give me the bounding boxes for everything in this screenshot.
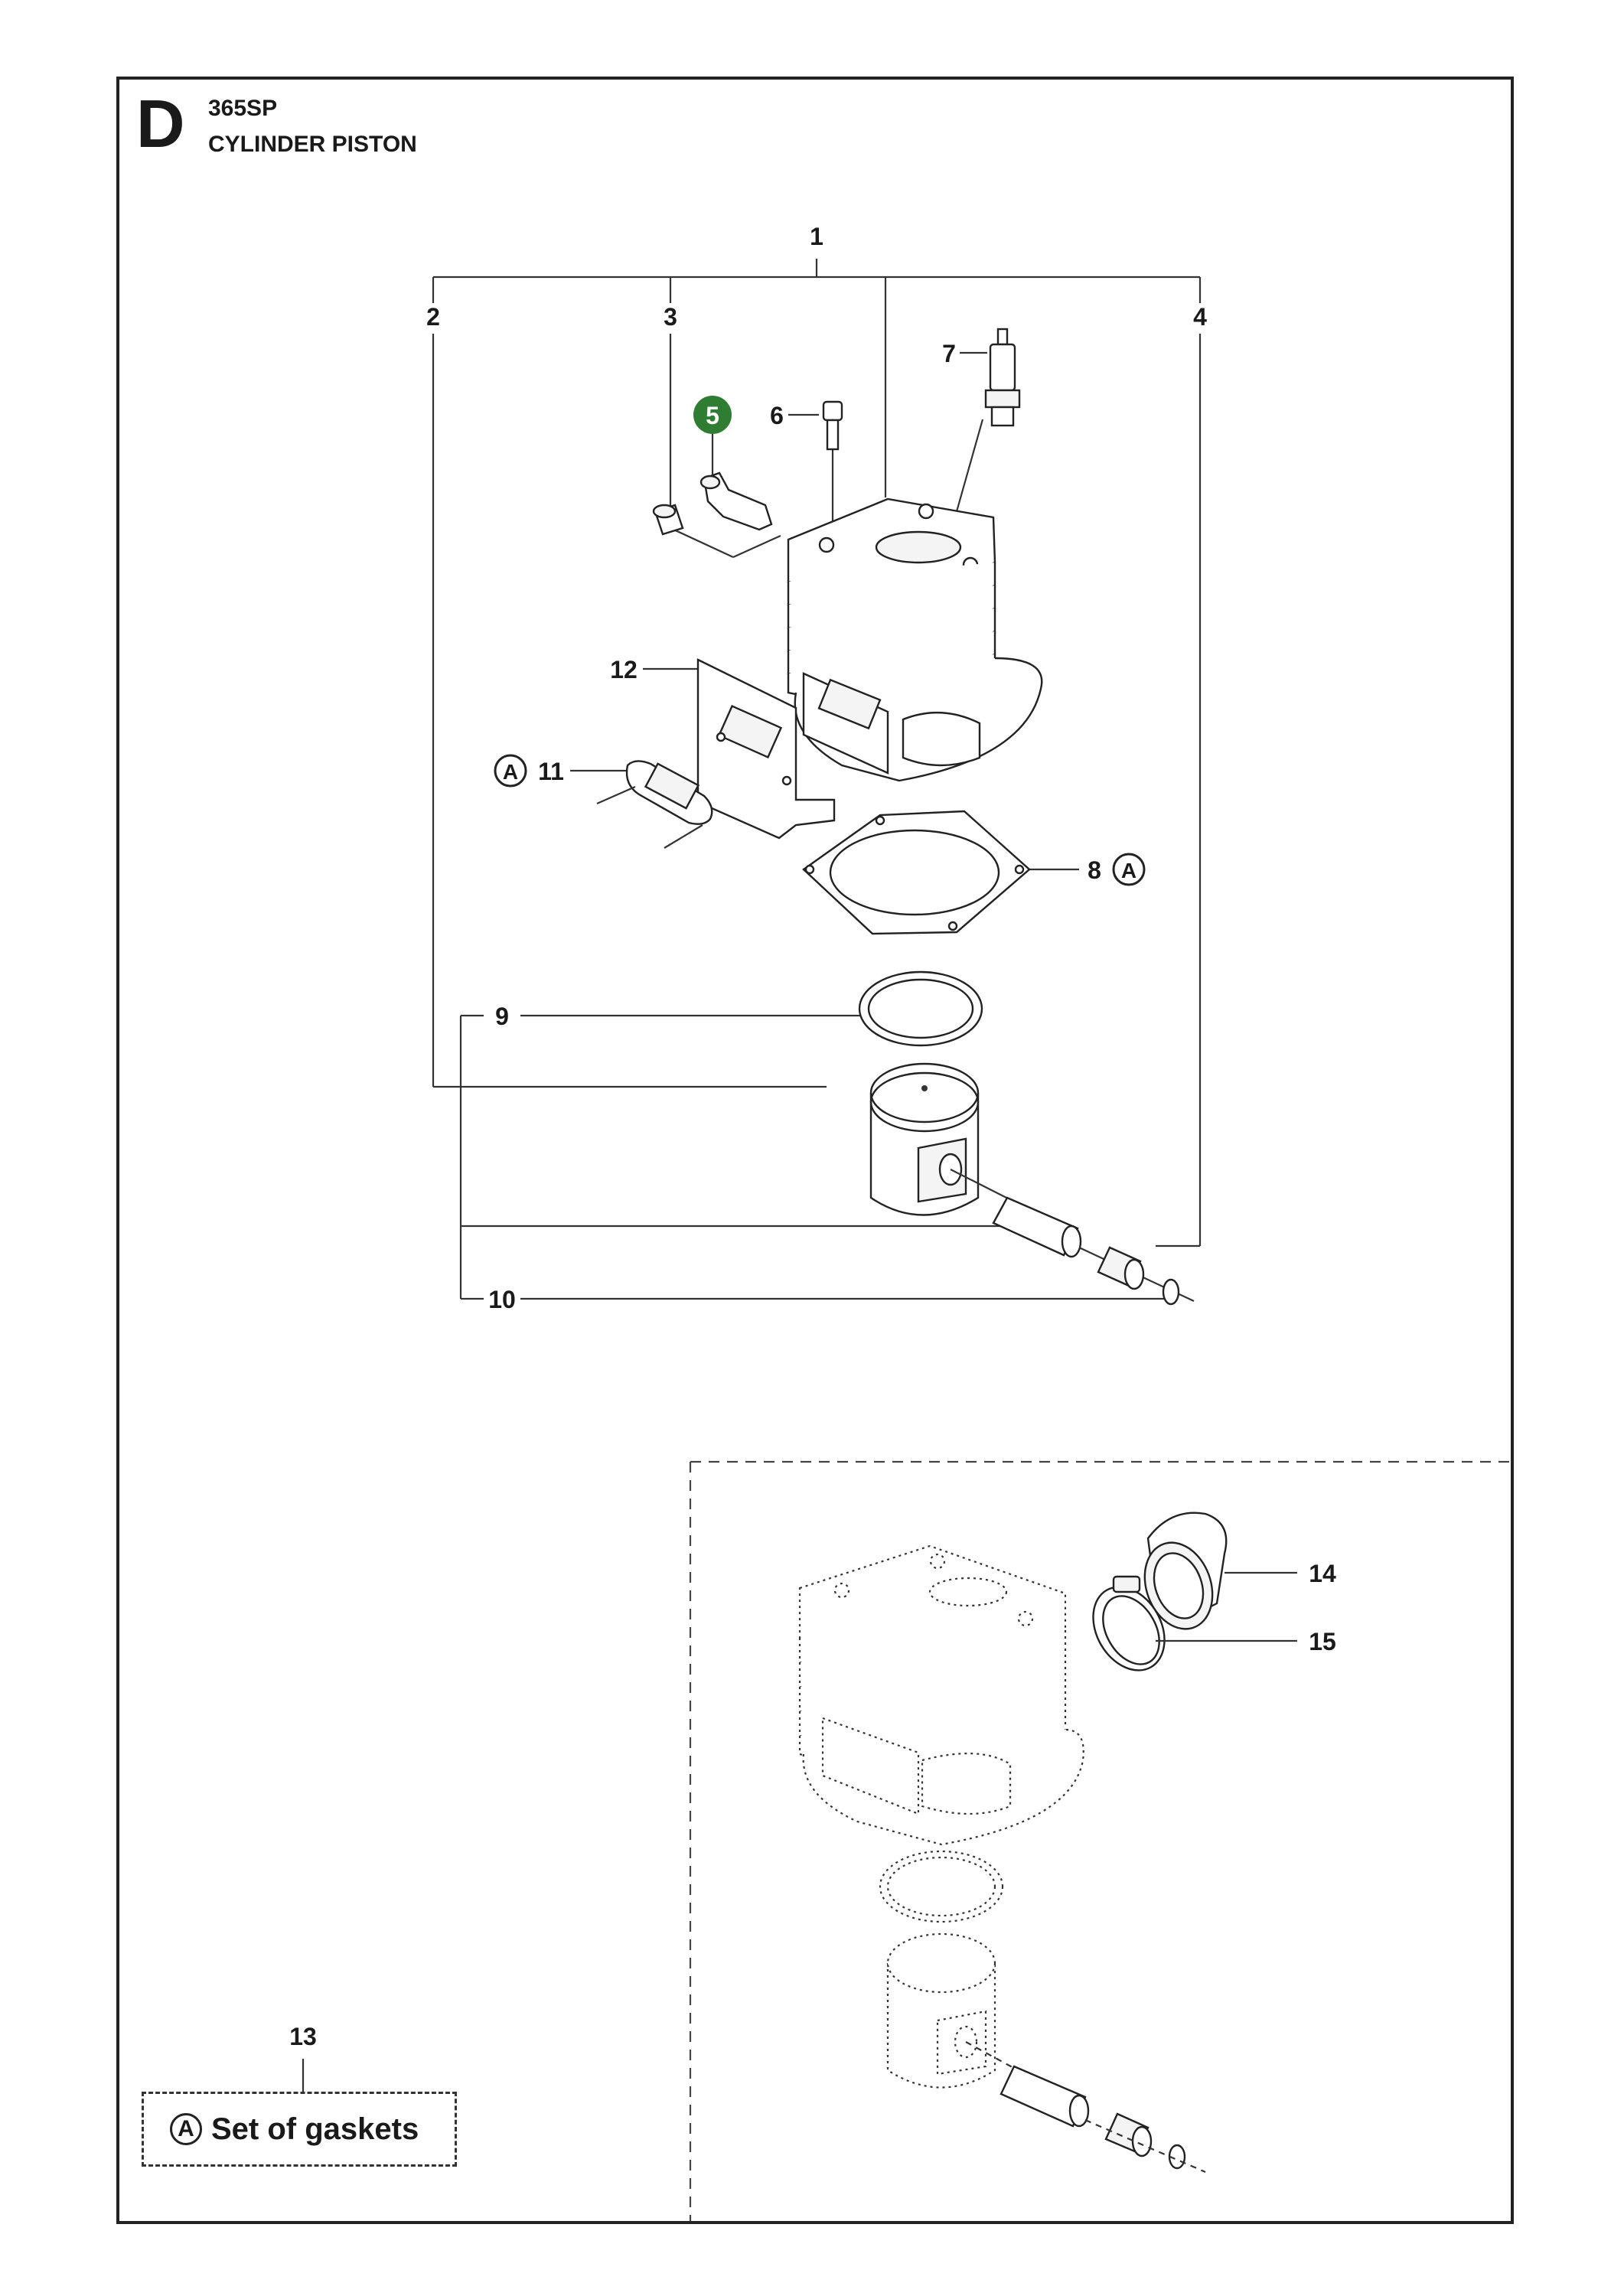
piston-drawing [869, 1062, 980, 1216]
decompression-valve-drawing [652, 471, 773, 536]
screw-drawing [822, 400, 843, 451]
piston-ring-drawing [858, 970, 983, 1047]
callout-13: 13 [289, 2023, 317, 2050]
callout-14: 14 [1309, 1560, 1336, 1587]
alternate-piston-ring-drawing [879, 1850, 1004, 1923]
alternate-piston-drawing [886, 1932, 996, 2089]
callout-11: 11 [538, 758, 564, 785]
callout-5-highlighted: 5 [693, 396, 732, 434]
gasket-set-legend: A Set of gaskets [142, 2092, 457, 2167]
cylinder-drawing [787, 497, 1043, 782]
model-name: 365SP [208, 96, 278, 121]
callout-10: 10 [488, 1286, 516, 1313]
alternate-piston-pin-drawing [965, 2041, 1206, 2174]
callout-5: 5 [706, 402, 719, 429]
gasket-marker-icon: A [170, 2113, 202, 2145]
callout-3: 3 [664, 303, 677, 331]
exhaust-gasket-drawing [596, 760, 713, 849]
callout-8: 8 [1088, 856, 1101, 884]
callout-4: 4 [1193, 303, 1207, 331]
alternate-section-border [689, 1460, 1514, 2221]
alternate-leader-lines [1156, 1571, 1297, 1642]
drawing-frame [116, 77, 1514, 2224]
base-gasket-drawing [802, 810, 1031, 935]
callout-9: 9 [495, 1003, 509, 1030]
callout-11-gasket-marker: A [494, 754, 527, 788]
spark-plug-drawing [984, 328, 1021, 427]
svg-text:A: A [503, 760, 518, 784]
intake-boot-drawing [1143, 1512, 1228, 1630]
section-title: CYLINDER PISTON [208, 132, 417, 157]
gasket-set-label: Set of gaskets [211, 2112, 419, 2146]
callout-1: 1 [810, 223, 823, 250]
assembly-bracket-lines [432, 259, 1202, 1300]
section-letter: D [136, 86, 185, 161]
piston-pin-drawing [950, 1169, 1195, 1306]
callout-2: 2 [426, 303, 440, 331]
alternate-cylinder-drawing [798, 1544, 1084, 1846]
callout-12: 12 [610, 656, 638, 683]
needle-bearing-drawing [1097, 1246, 1145, 1290]
muffler-plate-drawing [696, 658, 836, 840]
callout-6: 6 [770, 402, 784, 429]
hose-clamp-drawing [1092, 1575, 1166, 1671]
svg-text:A: A [1121, 859, 1136, 882]
callout-7: 7 [942, 340, 956, 367]
callout-8-gasket-marker: A [1112, 853, 1146, 886]
callout-15: 15 [1309, 1628, 1336, 1655]
